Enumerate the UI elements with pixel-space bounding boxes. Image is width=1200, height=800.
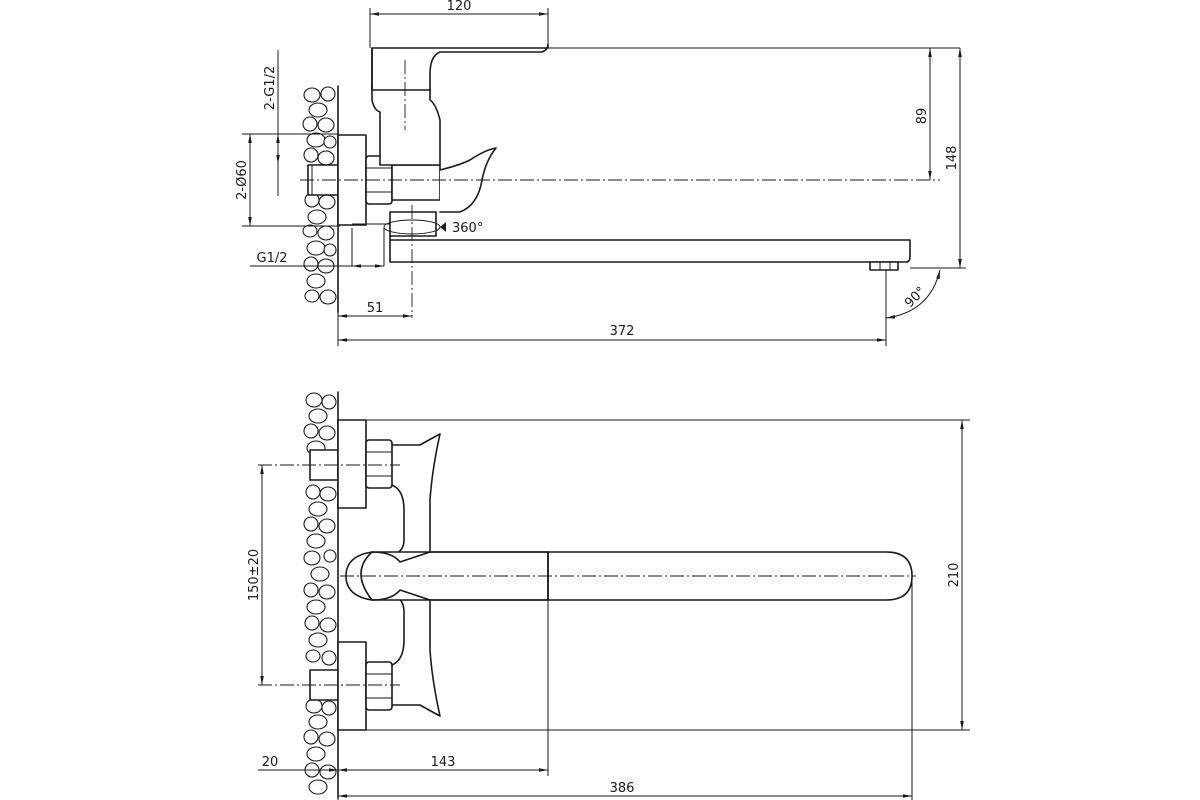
dim-148: 148	[910, 48, 966, 269]
faucet-body-side	[352, 43, 549, 237]
angle-label: 90°	[902, 284, 929, 311]
dim-51-label: 51	[367, 301, 384, 316]
dim-210: 210	[366, 419, 970, 731]
dim-2-dia60-label: 2-Ø60	[235, 160, 250, 200]
dim-89: 89	[548, 47, 960, 180]
hex-nut-top-lower	[365, 661, 393, 711]
dim-g12: G1/2	[250, 228, 385, 268]
wall-side	[302, 85, 339, 313]
dim-150-label: 150±20	[247, 549, 262, 601]
dim-143-label: 143	[431, 755, 456, 770]
angle-indicator: 90°	[885, 269, 941, 319]
dim-2-dia60: 2-Ø60	[235, 133, 340, 227]
dim-120-label: 120	[447, 0, 472, 14]
dim-148-label: 148	[945, 146, 960, 171]
top-view: 150±20 210 20 143 386	[247, 391, 970, 800]
escutcheon-top-lower	[337, 641, 367, 731]
dim-20-label: 20	[262, 755, 279, 770]
dim-2-g12: 2-G1/2	[263, 50, 338, 196]
dim-210-label: 210	[947, 563, 962, 588]
dim-372-label: 372	[610, 324, 635, 339]
dim-89-label: 89	[915, 108, 930, 125]
dim-386: 386	[337, 580, 913, 800]
dim-386-label: 386	[610, 781, 635, 796]
dim-2-g12-label: 2-G1/2	[263, 66, 278, 110]
rotation-label: 360°	[452, 221, 483, 236]
rotation-indicator: 360°	[383, 219, 483, 236]
wall-top	[303, 391, 339, 799]
dim-372: 372	[338, 270, 887, 346]
hex-nut-top-upper	[365, 439, 393, 489]
dim-120: 120	[369, 0, 549, 48]
side-view: 120 89 148 2-G1/2 2-Ø60	[235, 0, 966, 346]
dim-143: 143	[338, 600, 549, 776]
dim-g12-label: G1/2	[257, 251, 288, 266]
dim-150: 150±20	[247, 465, 264, 685]
dim-51: 51	[337, 301, 412, 346]
dim-20: 20	[258, 755, 338, 772]
spout-side	[389, 235, 911, 271]
escutcheon-top-upper	[337, 419, 367, 509]
